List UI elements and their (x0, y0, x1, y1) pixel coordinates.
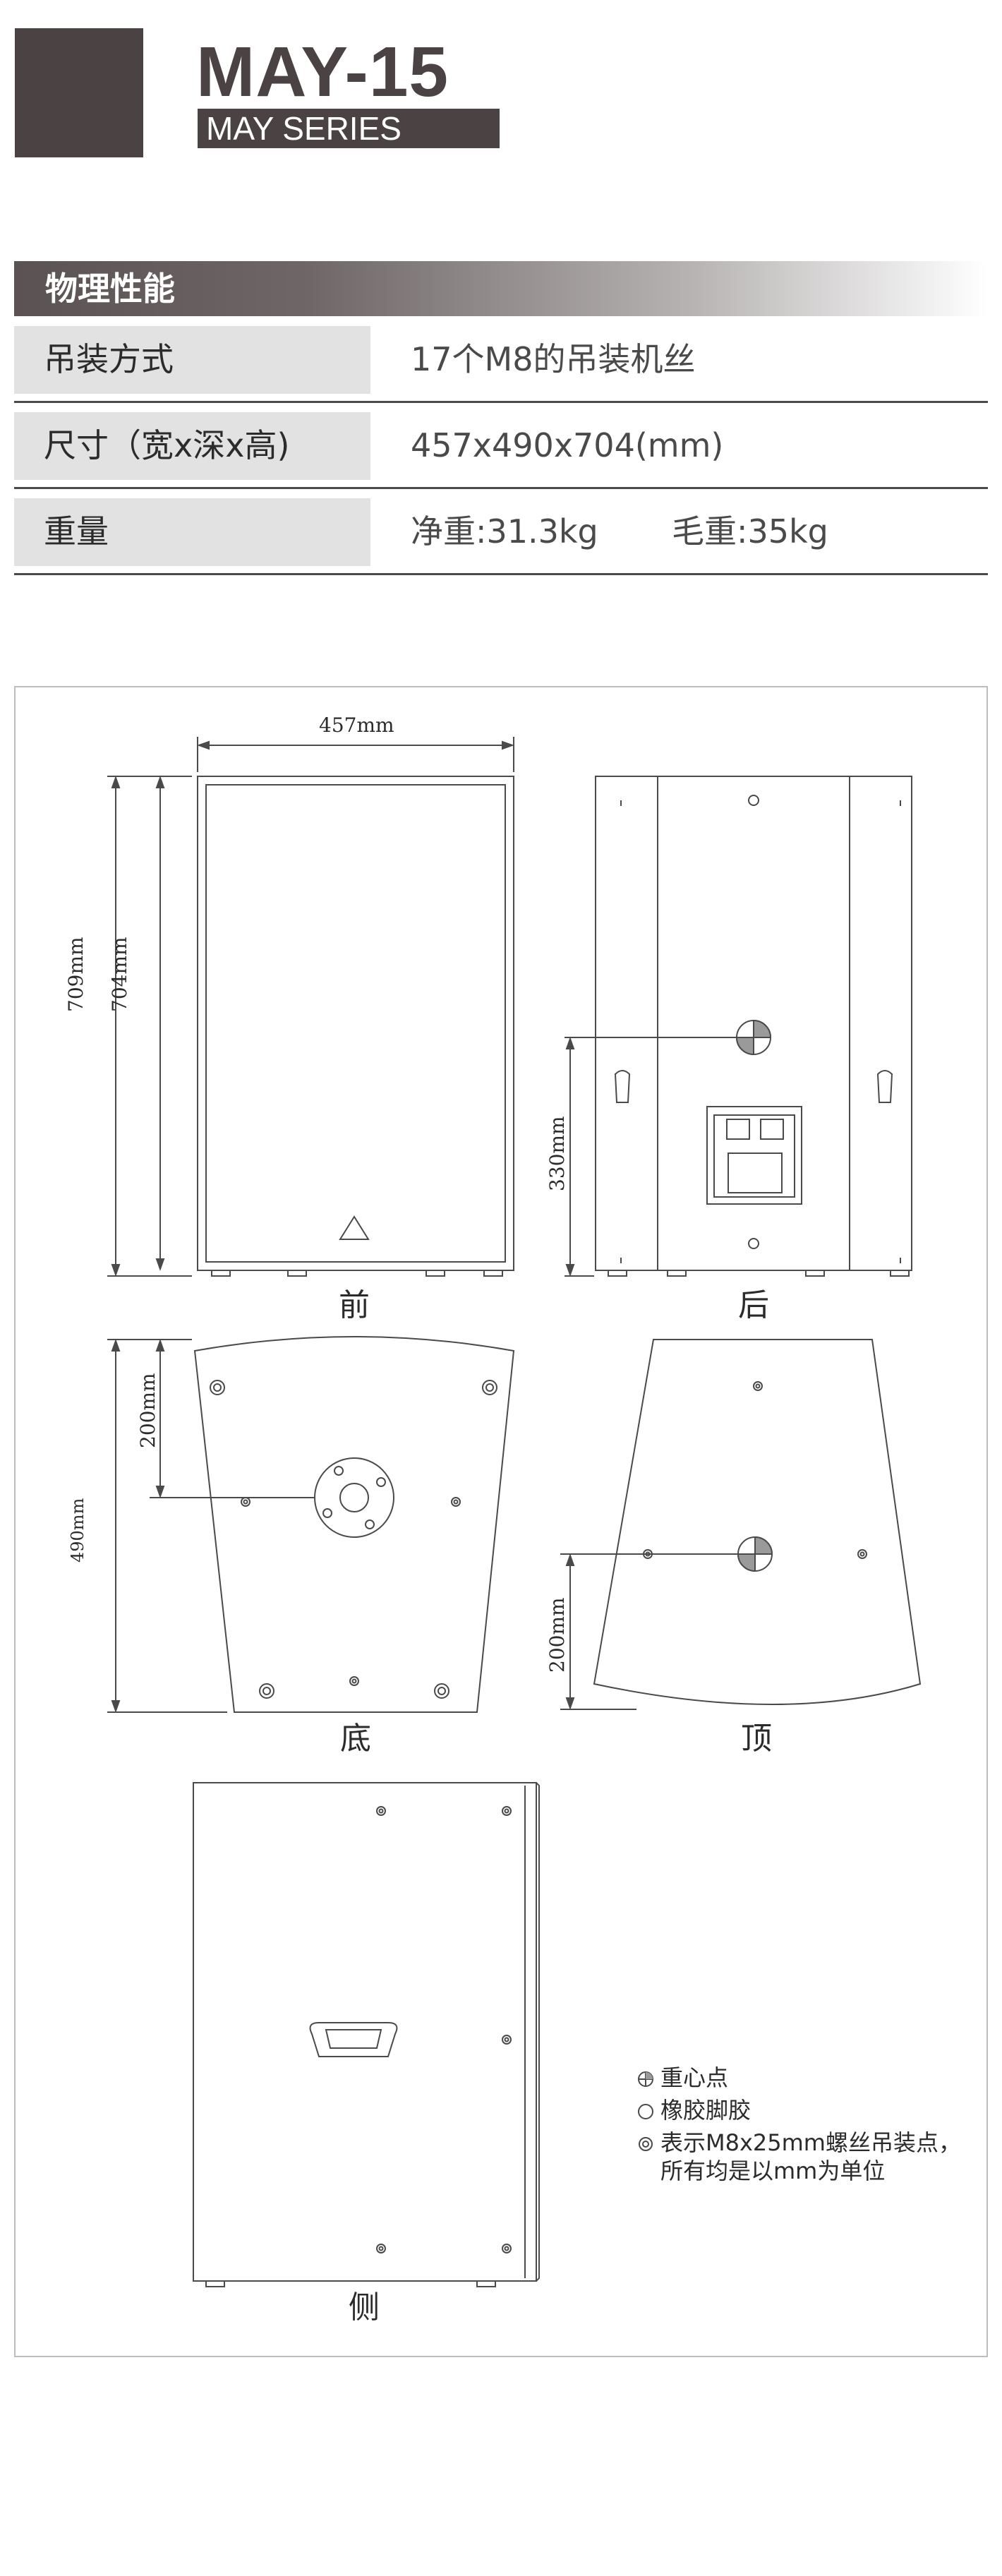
dim-width-label: 457mm (319, 714, 394, 737)
spec-row-rigging: 吊装方式 17个M8的吊装机丝 (14, 326, 988, 403)
rear-view-caption: 后 (738, 1287, 769, 1323)
legend-rigging-point: 表示M8x25mm螺丝吊装点， (636, 2129, 961, 2157)
dim-height-label: 704mm (108, 937, 131, 1012)
spec-row-dimensions: 尺寸（宽x深x高) 457x490x704(mm) (14, 412, 988, 489)
crosshair-circle-icon (638, 2071, 653, 2087)
bottom-view-caption: 底 (340, 1721, 371, 1757)
model-title: MAY-15 (196, 32, 449, 112)
spec-label-cell: 重量 (14, 498, 370, 566)
spec-label: 尺寸（宽x深x高) (44, 426, 290, 464)
bottom-view (107, 1336, 515, 1713)
dim-depth-label: 490mm (68, 1498, 87, 1563)
row-divider (14, 487, 988, 489)
technical-drawing (107, 737, 922, 2287)
section-header: 物理性能 (14, 261, 988, 316)
dim-bottom-cg-label: 200mm (136, 1373, 159, 1448)
spec-label: 重量 (44, 512, 109, 550)
net-weight-value: 净重:31.3kg (411, 512, 598, 550)
circle-icon (638, 2104, 653, 2119)
spec-row-weight: 重量 净重:31.3kg 毛重:35kg (14, 498, 988, 575)
top-view-caption: 顶 (741, 1721, 772, 1757)
rear-view (565, 776, 912, 1277)
top-view (560, 1339, 922, 1710)
legend-center-of-gravity: 重心点 (636, 2064, 728, 2092)
spec-label: 吊装方式 (44, 340, 174, 378)
spec-label-cell: 尺寸（宽x深x高) (14, 412, 370, 480)
gross-weight-value: 毛重:35kg (672, 512, 828, 550)
dim-rear-cg-label: 330mm (545, 1116, 569, 1191)
legend-rubber-feet: 橡胶脚胶 (636, 2096, 751, 2124)
brand-logo-block (15, 28, 143, 157)
row-divider (14, 573, 988, 575)
row-divider (14, 401, 988, 403)
series-bar: MAY SERIES (198, 109, 500, 148)
series-label: MAY SERIES (206, 110, 402, 147)
front-view (107, 737, 514, 1277)
legend-units-note: 所有均是以mm为单位 (660, 2157, 885, 2185)
spec-value: 17个M8的吊装机丝 (411, 340, 696, 378)
spec-value: 457x490x704(mm) (411, 426, 724, 464)
legend-label: 重心点 (660, 2064, 729, 2091)
dim-total-height-label: 709mm (64, 937, 87, 1012)
technical-drawing-frame: 457mm 709mm 704mm 330mm 490mm 200mm 200m… (14, 686, 988, 2357)
spec-label-cell: 吊装方式 (14, 326, 370, 394)
dim-top-cg-label: 200mm (545, 1597, 569, 1673)
double-circle-icon (639, 2137, 653, 2151)
legend-label: 所有均是以mm为单位 (660, 2157, 886, 2184)
section-title: 物理性能 (45, 270, 175, 308)
legend-label: 橡胶脚胶 (660, 2097, 752, 2124)
legend-label: 表示M8x25mm螺丝吊装点， (660, 2129, 961, 2156)
front-view-caption: 前 (339, 1287, 370, 1323)
side-view-caption: 侧 (349, 2289, 380, 2325)
side-view (193, 1782, 540, 2287)
